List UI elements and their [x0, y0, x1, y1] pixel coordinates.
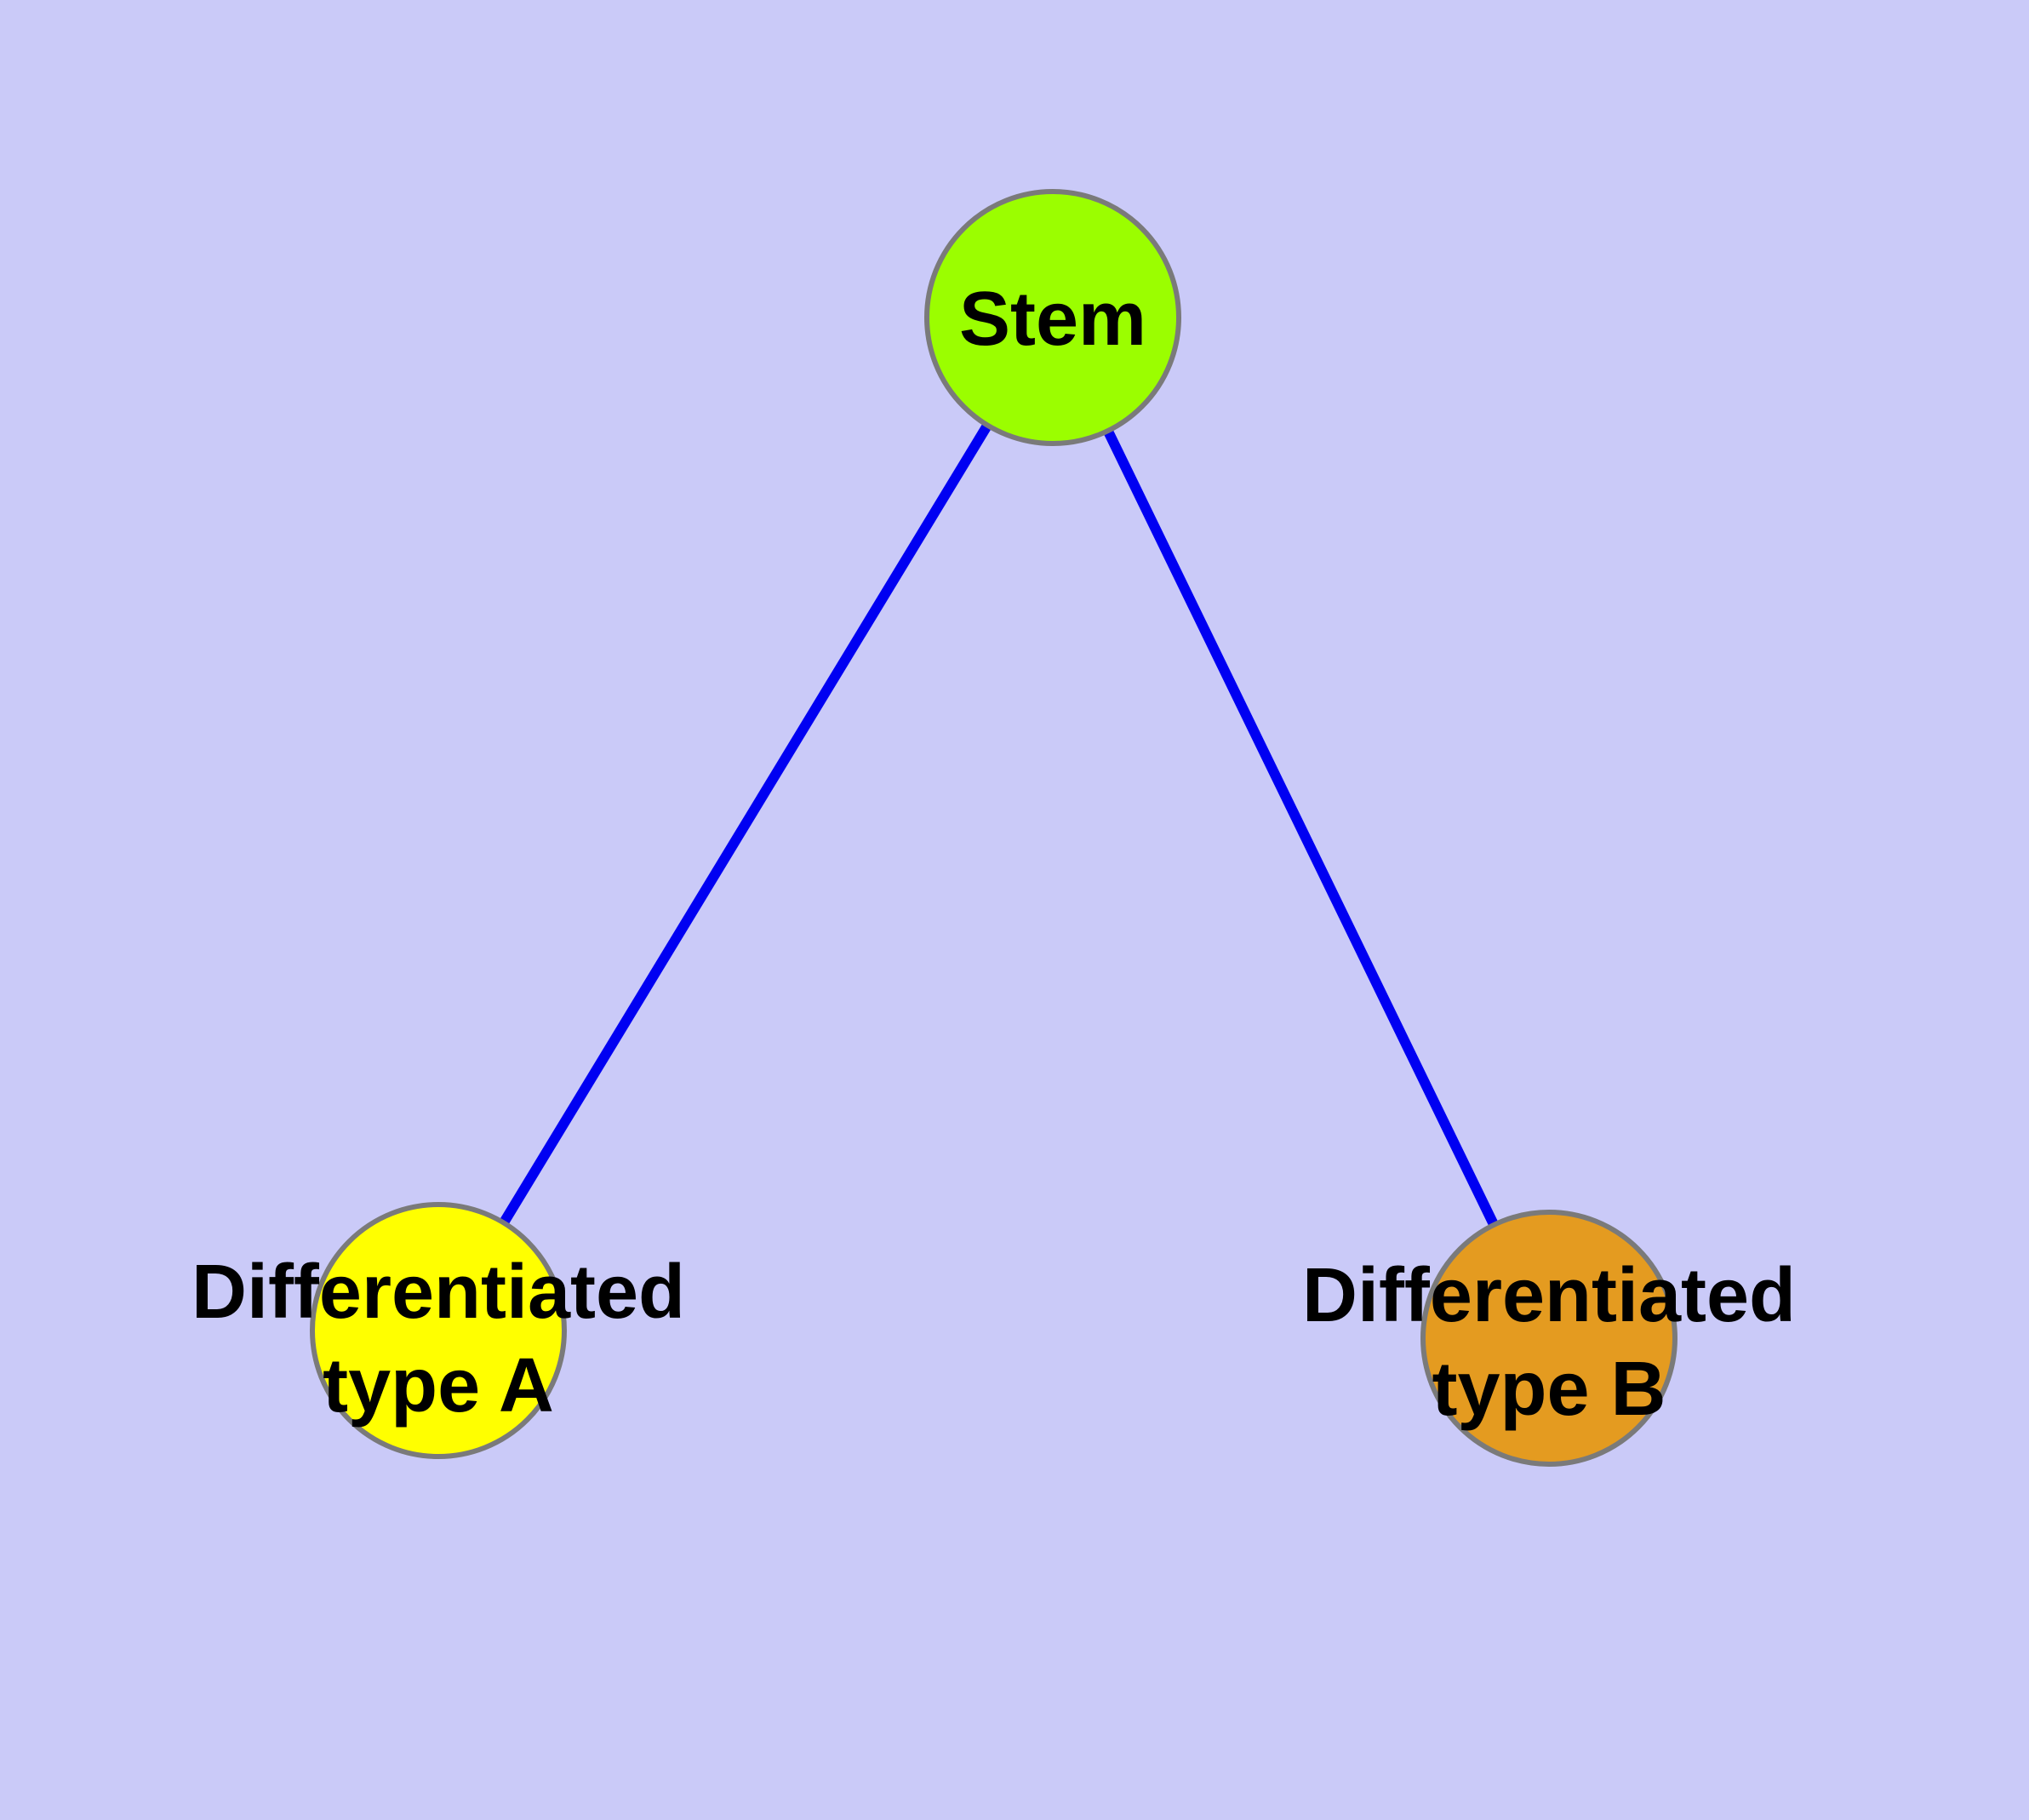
node-type-b-label-line2: type B	[1432, 1347, 1666, 1432]
edge-stem-to-type-b	[1048, 315, 1554, 1341]
node-stem-circle	[924, 189, 1181, 446]
node-type-a-label-line2: type A	[323, 1343, 554, 1428]
node-type-a-label-line1: Differentiated	[191, 1250, 685, 1335]
node-stem-label: Stem	[959, 277, 1146, 362]
node-type-b: Differentiated type B	[1302, 1210, 1796, 1467]
node-type-a-circle	[310, 1202, 567, 1459]
edge-stem-to-type-a	[433, 314, 1058, 1334]
node-type-b-label-line1: Differentiated	[1302, 1253, 1796, 1338]
node-type-a: Differentiated type A	[191, 1202, 685, 1459]
node-stem: Stem	[924, 189, 1181, 446]
node-type-b-circle	[1420, 1210, 1677, 1467]
